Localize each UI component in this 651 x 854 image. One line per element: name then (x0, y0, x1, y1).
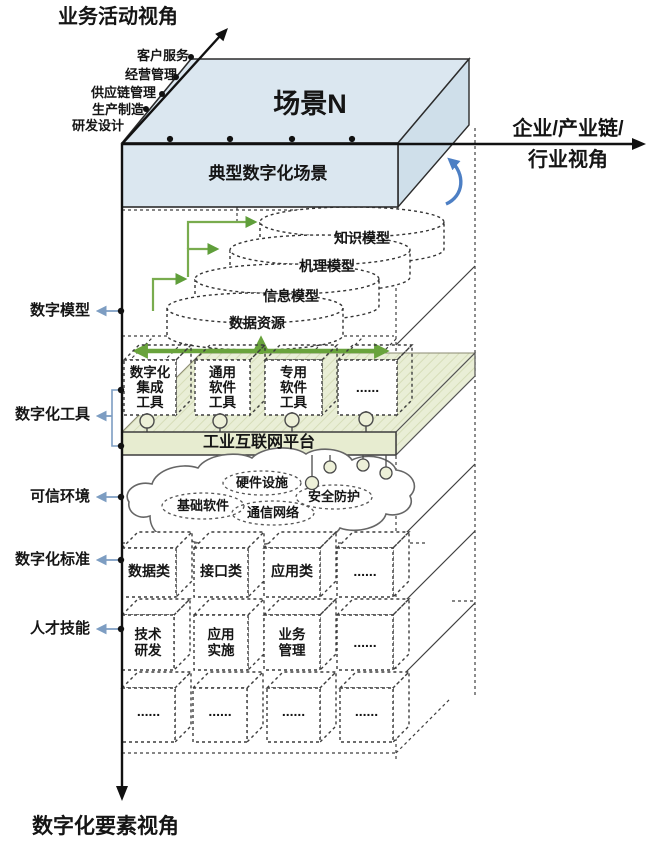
base-software-ellipse (161, 492, 245, 520)
row-label-trusted-environment: 可信环境 (29, 488, 90, 506)
business-activity-axis-label: 业务活动视角 (58, 5, 178, 28)
network-ellipse (231, 500, 315, 526)
axis-item-supply-chain: 供应链管理 (90, 84, 156, 100)
more-cubes (120, 670, 411, 744)
more-cube-4: ...... (354, 703, 379, 720)
row-label-digital-tools: 数字化工具 (14, 406, 90, 424)
talent-cube-more: ...... (353, 633, 377, 650)
cloud-connector-circles (304, 455, 393, 491)
row-label-arrows (95, 305, 122, 635)
cylinder-information-label: 信息模型 (263, 288, 319, 305)
talent-cube-implementation: 应用 实施 (207, 627, 235, 658)
cylinder-data-resource-label: 数据资源 (229, 315, 285, 332)
diagonal-axis (121, 35, 221, 145)
standards-cube-data: 数据类 (128, 563, 170, 580)
typical-digital-scenario-label: 典型数字化场景 (208, 164, 328, 184)
cloud-security-label: 安全防护 (307, 488, 360, 504)
axis-dots (143, 54, 356, 143)
tool-box-general-software: 通用 软件 工具 (209, 364, 236, 411)
axis-item-rnd-design: 研发设计 (71, 117, 124, 133)
axis-item-customer-service: 客户服务 (136, 47, 189, 63)
more-cube-2: ...... (208, 703, 232, 720)
data-flow-arrows (132, 335, 390, 359)
tool-box-more: ...... (355, 378, 380, 395)
cylinder-knowledge-label: 知识模型 (334, 230, 390, 247)
curve-arrow-to-axis (445, 157, 463, 206)
standards-cube-more: ...... (353, 563, 377, 580)
axis-item-manufacturing: 生产制造 (91, 101, 144, 117)
security-ellipse (295, 484, 373, 510)
enterprise-axis-label-line2: 行业视角 (528, 148, 608, 171)
tool-box-special-software: 专用 软件 工具 (280, 364, 307, 411)
tool-connector-circles (139, 411, 374, 432)
standards-cube-interface: 接口类 (200, 563, 242, 580)
digital-element-axis-label: 数字化要素视角 (32, 815, 179, 839)
industrial-internet-platform-label: 工业互联网平台 (202, 434, 315, 452)
right-arrowhead-icon (632, 138, 646, 150)
talent-cube-business-management: 业务 管理 (278, 627, 306, 658)
standards-cube-application: 应用类 (271, 563, 313, 580)
hardware-ellipse (222, 470, 302, 496)
cylinder-data-resource (166, 292, 344, 351)
trusted-cloud (126, 447, 416, 546)
diagonal-arrowhead-icon (215, 28, 228, 42)
more-cube-3: ...... (281, 703, 306, 720)
cloud-base-software-label: 基础软件 (176, 497, 229, 513)
standards-cubes (120, 530, 411, 599)
row-label-talent-skills: 人才技能 (29, 620, 90, 638)
scenario-slab (120, 57, 471, 209)
row-label-dots (117, 307, 125, 633)
axis-item-operation-management: 经营管理 (124, 66, 177, 82)
scenario-n-label: 场景N (273, 88, 347, 119)
tool-boxes (122, 343, 414, 417)
down-arrowhead-icon (116, 786, 128, 801)
tool-box-integration: 数字化 集成 工具 (129, 364, 171, 411)
axes (116, 28, 646, 801)
cylinder-mechanism-label: 机理模型 (299, 258, 355, 275)
cloud-network-label: 通信网络 (246, 504, 299, 520)
row-label-digital-models: 数字模型 (29, 302, 90, 320)
cloud-hardware-label: 硬件设施 (235, 474, 288, 490)
tools-bracket (111, 389, 122, 447)
row-label-digital-standards: 数字化标准 (14, 551, 90, 569)
more-cube-1: ...... (136, 703, 161, 720)
talent-cube-rnd: 技术 研发 (134, 627, 162, 658)
model-cylinders (166, 206, 445, 351)
enterprise-axis-label-line1: 企业/产业链/ (512, 117, 624, 140)
model-step-arrows (151, 215, 258, 311)
